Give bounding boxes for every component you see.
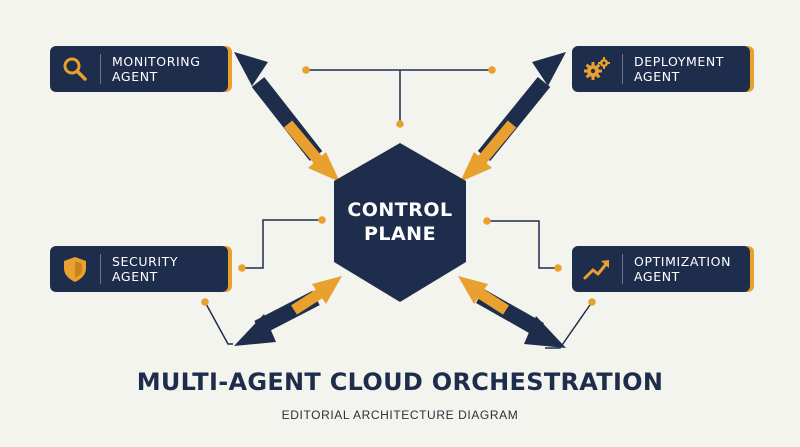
connector-dot: [588, 298, 596, 306]
agent-label: MONITORING AGENT: [112, 54, 201, 84]
gears-icon: [584, 57, 610, 80]
connector-dot: [396, 120, 404, 128]
connector-lines: [204, 69, 593, 349]
agent-card-optimization[interactable]: OPTIMIZATION AGENT: [572, 246, 750, 292]
connector-dots: [201, 66, 596, 306]
card-divider: [622, 54, 623, 84]
arrow-optimization: [458, 276, 566, 348]
agent-label: SECURITY AGENT: [112, 254, 179, 284]
connector-left: [242, 219, 322, 269]
agent-label: OPTIMIZATION AGENT: [634, 254, 732, 284]
connector-dot: [488, 66, 496, 74]
trend-up-icon: [583, 260, 609, 280]
diagram-subtitle: EDITORIAL ARCHITECTURE DIAGRAM: [281, 408, 519, 422]
connector-bottom-right: [545, 301, 593, 349]
connector-bottom-left: [204, 301, 233, 345]
card-divider: [100, 54, 101, 84]
card-divider: [622, 254, 623, 284]
agent-card-security[interactable]: SECURITY AGENT: [50, 246, 228, 292]
agent-label: DEPLOYMENT AGENT: [634, 54, 725, 84]
connector-dot: [238, 264, 246, 272]
connector-dot: [483, 217, 491, 225]
card-divider: [100, 254, 101, 284]
arrow-monitoring: [234, 52, 340, 182]
connector-dot: [302, 66, 310, 74]
arrow-security: [234, 276, 342, 346]
arrow-deployment: [460, 52, 566, 182]
diagram-title: MULTI-AGENT CLOUD ORCHESTRATION: [136, 368, 664, 396]
agent-card-deployment[interactable]: DEPLOYMENT AGENT: [572, 46, 750, 92]
agent-card-monitoring[interactable]: MONITORING AGENT: [50, 46, 228, 92]
connector-dot: [318, 216, 326, 224]
shield-icon: [64, 257, 86, 282]
connector-dot: [554, 264, 562, 272]
magnifier-icon: [63, 57, 87, 81]
control-plane-label: CONTROL PLANE: [347, 199, 453, 245]
control-plane-hexagon: [334, 143, 466, 302]
connector-dot: [201, 298, 209, 306]
connector-right: [487, 220, 558, 269]
